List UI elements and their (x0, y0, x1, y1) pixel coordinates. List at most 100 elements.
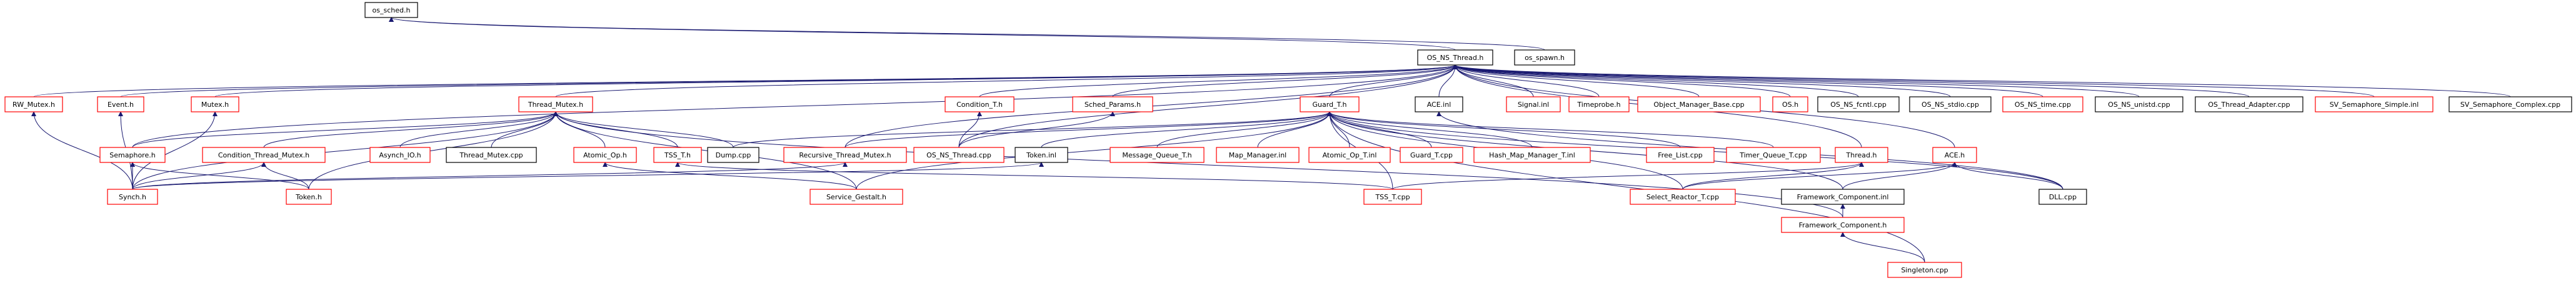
node-os-ns-time[interactable]: OS_NS_time.cpp (2002, 96, 2083, 112)
edge-synch-to-rw-mutex (31, 111, 133, 190)
node-box (1835, 147, 1888, 163)
edge-tss-t-cpp-to-thread-h (1392, 162, 1864, 190)
node-recursive-thread-mutex[interactable]: Recursive_Thread_Mutex.h (783, 147, 907, 163)
node-rw-mutex[interactable]: RW_Mutex.h (4, 96, 63, 112)
node-label: Singleton.cpp (1901, 266, 1948, 274)
node-label: Recursive_Thread_Mutex.h (799, 151, 891, 159)
node-box (783, 147, 907, 163)
edge-thread-mutex-cpp-to-thread-mutex (491, 111, 558, 148)
edge-token-inl-to-guard-t (1041, 111, 1332, 148)
node-label: Synch.h (119, 193, 146, 201)
node-box (2315, 96, 2433, 112)
edge-semaphore-to-thread-mutex (132, 111, 558, 148)
node-condition-thread-mutex[interactable]: Condition_Thread_Mutex.h (202, 147, 326, 163)
node-guard-t-cpp[interactable]: Guard_T.cpp (1400, 147, 1463, 163)
node-label: Framework_Component.h (1799, 221, 1887, 229)
node-box (945, 96, 1015, 112)
node-label: Token.inl (1026, 151, 1056, 159)
node-timer-queue-t[interactable]: Timer_Queue_T.cpp (1726, 147, 1821, 163)
edge-synch-to-thread-mutex (132, 111, 558, 190)
node-box (2195, 96, 2303, 112)
node-os-thread-adapter[interactable]: OS_Thread_Adapter.cpp (2195, 96, 2303, 112)
node-framework-component-h[interactable]: Framework_Component.h (1781, 217, 1905, 233)
node-ace-inl[interactable]: ACE.inl (1415, 96, 1463, 112)
node-os-ns-stdio[interactable]: OS_NS_stdio.cpp (1909, 96, 1992, 112)
node-hash-map-manager[interactable]: Hash_Map_Manager_T.inl (1473, 147, 1591, 163)
node-label: Sched_Params.h (1085, 101, 1141, 109)
edge-singleton-to-guard-t (1327, 111, 1925, 263)
node-label: Condition_Thread_Mutex.h (218, 151, 309, 159)
node-tss-t[interactable]: TSS_T.h (653, 147, 702, 163)
edge-service-gestalt-to-thread-mutex (553, 111, 857, 190)
node-box (1887, 262, 1962, 278)
edge-object-manager-base-to-os-ns-thread-h (1453, 64, 1700, 97)
edge-os-ns-unistd-to-os-ns-thread-h (1453, 64, 2140, 97)
node-dll-cpp[interactable]: DLL.cpp (2038, 189, 2087, 205)
node-box (1726, 147, 1821, 163)
node-event[interactable]: Event.h (97, 96, 144, 112)
node-box (1110, 147, 1205, 163)
node-asynch-io[interactable]: Asynch_IO.h (369, 147, 431, 163)
node-singleton[interactable]: Singleton.cpp (1887, 262, 1962, 278)
node-os-spawn[interactable]: os_spawn.h (1514, 49, 1575, 66)
edge-map-manager-to-guard-t (1257, 111, 1332, 148)
edge-mutex-to-os-ns-thread-h (214, 64, 1458, 97)
node-box (2448, 96, 2572, 112)
node-condition-t[interactable]: Condition_T.h (945, 96, 1015, 112)
node-object-manager-base[interactable]: Object_Manager_Base.cpp (1637, 96, 1761, 112)
node-label: OS.h (1782, 101, 1798, 109)
node-box (1300, 96, 1360, 112)
node-atomic-op-t[interactable]: Atomic_Op_T.inl (1308, 147, 1391, 163)
node-guard-t[interactable]: Guard_T.h (1300, 96, 1360, 112)
node-framework-component-inl[interactable]: Framework_Component.inl (1781, 189, 1905, 205)
node-os-ns-thread-cpp[interactable]: OS_NS_Thread.cpp (913, 147, 1005, 163)
edges-layer (31, 17, 2511, 263)
node-box (518, 96, 593, 112)
node-label: Select_Reactor_T.cpp (1646, 193, 1719, 201)
node-ace-h[interactable]: ACE.h (1932, 147, 1977, 163)
node-token-inl[interactable]: Token.inl (1015, 147, 1068, 163)
node-semaphore[interactable]: Semaphore.h (99, 147, 166, 163)
node-os-ns-thread-h[interactable]: OS_NS_Thread.h (1417, 49, 1493, 66)
node-service-gestalt[interactable]: Service_Gestalt.h (809, 189, 903, 205)
node-mutex[interactable]: Mutex.h (191, 96, 239, 112)
node-label: Guard_T.cpp (1410, 151, 1453, 159)
node-os-h[interactable]: OS.h (1772, 96, 1808, 112)
node-label: SV_Semaphore_Complex.cpp (2460, 101, 2560, 109)
node-synch[interactable]: Synch.h (107, 189, 158, 205)
node-dump-cpp[interactable]: Dump.cpp (707, 147, 759, 163)
node-timeprobe[interactable]: Timeprobe.h (1568, 96, 1630, 112)
node-os-ns-unistd[interactable]: OS_NS_unistd.cpp (2095, 96, 2183, 112)
node-thread-mutex-cpp[interactable]: Thread_Mutex.cpp (446, 147, 537, 163)
edge-os-thread-adapter-to-os-ns-thread-h (1453, 64, 2250, 97)
node-box (809, 189, 903, 205)
node-atomic-op[interactable]: Atomic_Op.h (573, 147, 637, 163)
edge-hash-map-manager-to-guard-t (1327, 111, 1533, 148)
node-os-ns-fcntl[interactable]: OS_NS_fcntl.cpp (1817, 96, 1900, 112)
node-label: Thread_Mutex.h (528, 101, 583, 109)
node-free-list[interactable]: Free_List.cpp (1646, 147, 1715, 163)
node-label: Free_List.cpp (1658, 151, 1703, 159)
edge-token-h-to-semaphore (130, 162, 309, 190)
node-sched-params[interactable]: Sched_Params.h (1072, 96, 1153, 112)
node-label: Mutex.h (201, 101, 229, 109)
node-box (1781, 217, 1905, 233)
node-signal-inl[interactable]: Signal.inl (1506, 96, 1561, 112)
node-label: Condition_T.h (956, 101, 1003, 109)
node-label: OS_NS_unistd.cpp (2108, 101, 2170, 109)
node-thread-h[interactable]: Thread.h (1835, 147, 1888, 163)
node-select-reactor-t[interactable]: Select_Reactor_T.cpp (1630, 189, 1736, 205)
node-box (2095, 96, 2183, 112)
node-token-h[interactable]: Token.h (286, 189, 332, 205)
edge-thread-mutex-to-os-ns-thread-h (555, 64, 1458, 97)
node-sv-semaphore-simple[interactable]: SV_Semaphore_Simple.inl (2315, 96, 2433, 112)
node-box (1506, 96, 1561, 112)
node-tss-t-cpp[interactable]: TSS_T.cpp (1363, 189, 1422, 205)
node-sv-semaphore-complex[interactable]: SV_Semaphore_Complex.cpp (2448, 96, 2572, 112)
node-label: Asynch_IO.h (379, 151, 421, 159)
node-message-queue-t[interactable]: Message_Queue_T.h (1110, 147, 1205, 163)
node-map-manager[interactable]: Map_Manager.inl (1216, 147, 1300, 163)
edge-service-gestalt-to-atomic-op (603, 162, 857, 190)
node-thread-mutex[interactable]: Thread_Mutex.h (518, 96, 593, 112)
